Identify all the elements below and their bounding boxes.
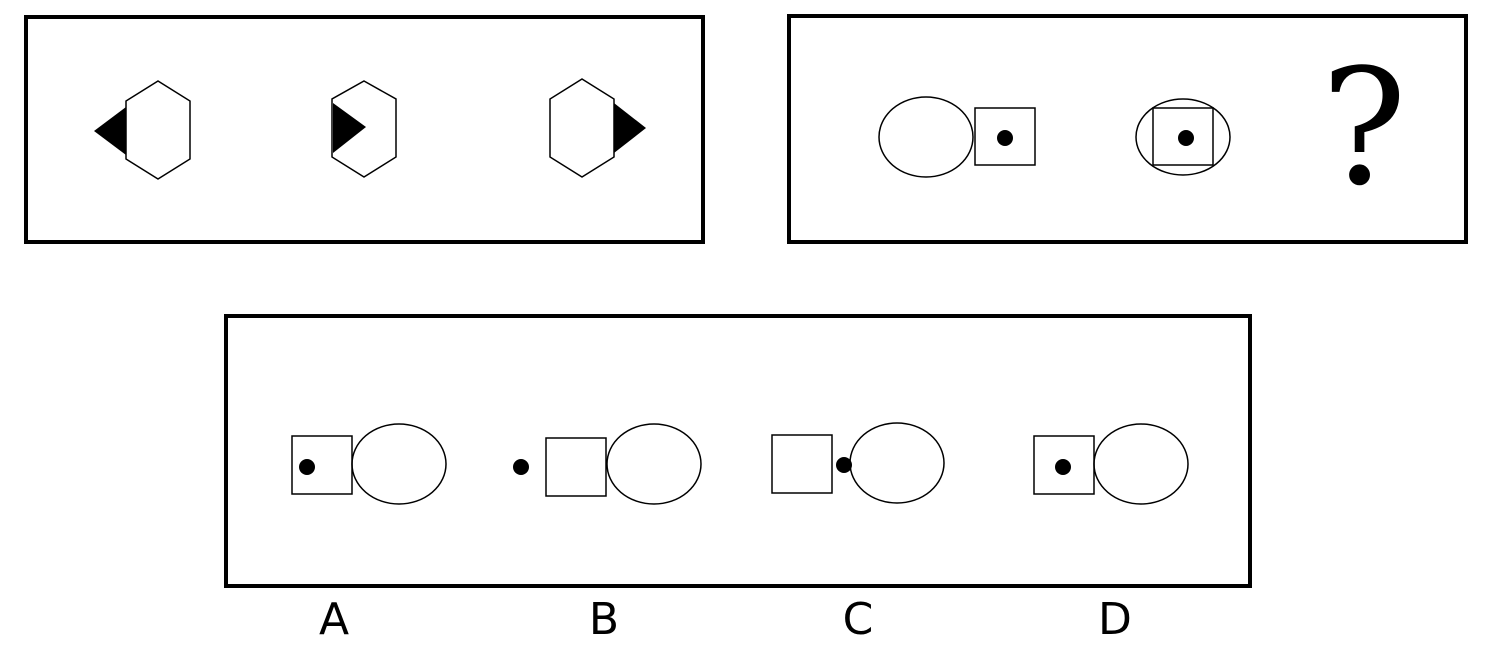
hexagon-figure-3 xyxy=(549,78,646,178)
option-a-figure[interactable] xyxy=(291,423,447,505)
option-d-figure[interactable] xyxy=(1033,423,1189,505)
hexagon-sequence xyxy=(94,78,646,180)
ellipse-square-sequence xyxy=(878,96,1231,178)
ellipse-square-figure-2 xyxy=(1135,98,1231,176)
option-b-label[interactable]: B xyxy=(588,594,620,645)
answer-options-panel xyxy=(224,314,1252,588)
option-d-label[interactable]: D xyxy=(1098,594,1132,645)
question-mark: ? xyxy=(1321,34,1407,221)
hexagon-figure-1 xyxy=(94,80,191,180)
answer-options-figures xyxy=(291,422,1189,505)
ellipse-square-figure-1 xyxy=(878,96,1036,178)
pattern-panel-hexagons xyxy=(24,15,705,244)
option-c-label[interactable]: C xyxy=(842,594,874,645)
pattern-panel-question: ? xyxy=(787,14,1468,244)
option-c-figure[interactable] xyxy=(771,422,945,504)
hexagon-figure-2 xyxy=(331,80,397,178)
option-b-figure[interactable] xyxy=(513,423,702,505)
option-a-label[interactable]: A xyxy=(318,594,350,645)
